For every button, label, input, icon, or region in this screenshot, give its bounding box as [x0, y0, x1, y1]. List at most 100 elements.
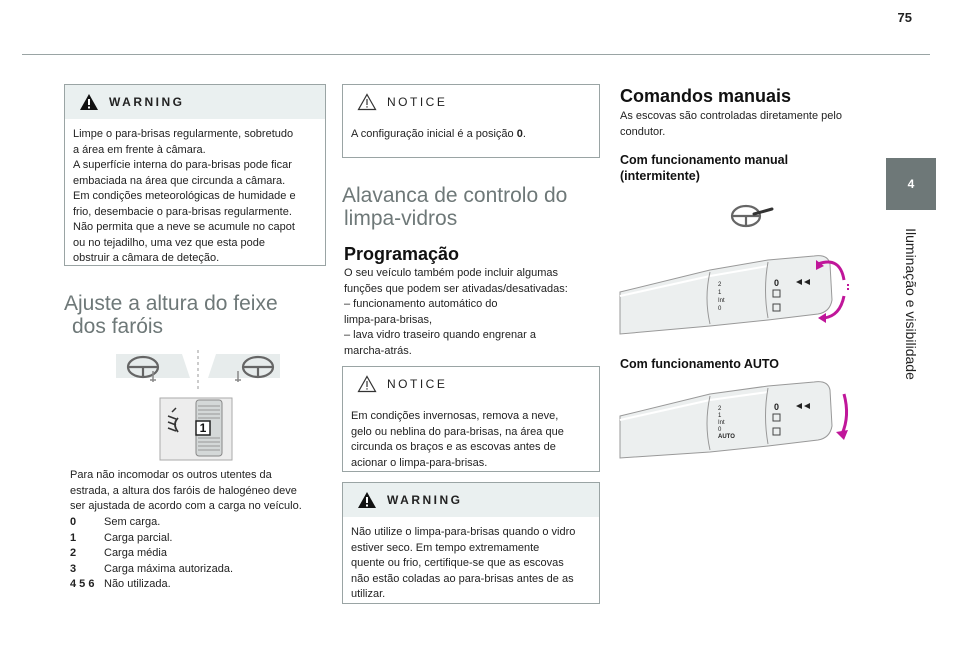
- heading-line: (intermitente): [620, 169, 700, 183]
- stalk-scale-label: Int: [718, 420, 725, 426]
- wiper-stalk-manual-illustration: 2 1 Int 0 0: [619, 204, 849, 335]
- position-key: 0: [70, 516, 77, 528]
- stalk-zero-label: 0: [774, 278, 779, 288]
- section-heading-beam-height: Ajuste a altura do feixe dos faróis: [64, 292, 324, 338]
- position-key: 1: [70, 531, 77, 544]
- text-line: limpa-para-brisas,: [344, 313, 433, 326]
- warning-label: WARNING: [387, 493, 463, 507]
- text-line: A superfície interna do para-brisas pode…: [73, 159, 292, 171]
- text-line: embaciada na área que circunda a câmara.: [73, 174, 286, 187]
- text-line: acionar o limpa-para-brisas.: [351, 456, 488, 469]
- up-arrow-icon: [817, 260, 846, 281]
- text-line: Não utilize o limpa-para-brisas quando o…: [351, 526, 576, 538]
- heading-line: Com funcionamento manual: [620, 153, 789, 167]
- text-line: ser ajustada de acordo com a carga no ve…: [70, 500, 302, 512]
- rear-wiper-icon: [772, 413, 781, 422]
- wiper-pulse-icon: [796, 403, 810, 409]
- manual-controls-intro: As escovas são controladas diretamente p…: [620, 109, 870, 140]
- text-line: Limpe o para-brisas regularmente, sobret…: [73, 128, 294, 140]
- list-item: 1 Carga parcial.: [70, 531, 326, 547]
- chapter-tab[interactable]: 4: [886, 158, 936, 210]
- header-rule: [22, 54, 930, 55]
- steering-wheel-icon: [116, 354, 190, 382]
- notice-box-winter: NOTICE Em condições invernosas, remova a…: [342, 366, 600, 472]
- position-key: 2: [70, 547, 77, 559]
- notice-triangle-icon: [357, 93, 377, 111]
- position-value: Carga máxima autorizada.: [104, 562, 234, 575]
- position-value: Carga média: [104, 547, 167, 559]
- heading-line: limpa-vidros: [344, 207, 458, 230]
- text-line: estiver seco. Em tempo extremamente: [351, 541, 540, 554]
- text-line: O seu veículo também pode incluir alguma…: [344, 267, 558, 279]
- heading-line: Ajuste a altura do feixe: [64, 292, 278, 315]
- stalk-scale-label: 0: [718, 427, 722, 433]
- notice-header: NOTICE: [343, 85, 599, 119]
- text-line: quente ou frio, certifique-se que as esc…: [351, 557, 564, 569]
- rear-wiper-icon: [772, 289, 781, 298]
- text-span: A configuração inicial é a posição: [351, 128, 517, 140]
- down-arrow-icon: [840, 393, 849, 435]
- notice-header: NOTICE: [343, 367, 599, 401]
- text-line: circunda os braços e as escovas antes de: [351, 441, 556, 453]
- text-line: As escovas são controladas diretamente p…: [620, 110, 842, 122]
- text-line: frio, desembacie o para-brisas regularme…: [73, 205, 292, 218]
- wiper-pulse-icon: [796, 279, 810, 285]
- text-line: não estão coladas ao para-brisas antes d…: [351, 572, 574, 585]
- stalk-scale-label: 1: [718, 413, 722, 419]
- text-line: Em condições invernosas, remova a neve,: [351, 410, 559, 422]
- notice-box-initial: NOTICE A configuração inicial é a posiçã…: [342, 84, 600, 158]
- stalk-scale-label: AUTO: [718, 434, 735, 440]
- warning-box-dry-glass: WARNING Não utilize o limpa-para-brisas …: [342, 482, 600, 604]
- text-span: .: [522, 128, 526, 140]
- stalk-scale-label: 2: [718, 282, 722, 288]
- load-position-list: 0 Sem carga. 1 Carga parcial. 2 Carga média…: [70, 515, 326, 593]
- notice-text: A configuração inicial é a posição 0.: [343, 119, 599, 143]
- text-line: obstruir a câmara de deteção.: [73, 252, 220, 264]
- list-item: 2 Carga média: [70, 546, 326, 562]
- page-number: 75: [897, 10, 912, 25]
- down-arrow-icon: [823, 295, 846, 320]
- stalk-scale-label: 0: [718, 306, 722, 312]
- position-value: Carga parcial.: [104, 531, 173, 544]
- text-line: a área em frente à câmara.: [73, 143, 206, 156]
- auto-mode-subtitle: Com funcionamento AUTO: [620, 357, 780, 371]
- chapter-title-text: Iluminação e visibilidade: [903, 228, 919, 380]
- manual-mode-subtitle: Com funcionamento manual (intermitente): [620, 152, 870, 184]
- text-line: utilizar.: [351, 588, 386, 600]
- warning-header: WARNING: [65, 85, 325, 119]
- text-line: ou no tejadilho, uma vez que esta pode: [73, 236, 266, 249]
- notice-text: Em condições invernosas, remova a neve, …: [343, 401, 599, 471]
- notice-label: NOTICE: [387, 95, 448, 109]
- stalk-zero-label: 0: [774, 402, 779, 412]
- warning-header: WARNING: [343, 483, 599, 517]
- headlamp-adjuster-illustration: 1: [116, 350, 280, 461]
- text-line: funções que podem ser ativadas/desativad…: [344, 282, 568, 295]
- warning-text: Limpe o para-brisas regularmente, sobret…: [65, 119, 325, 267]
- programming-text: O seu veículo também pode incluir alguma…: [344, 266, 600, 359]
- text-line: Em condições meteorológicas de humidade …: [73, 190, 296, 202]
- dial-position-value: 1: [200, 421, 207, 435]
- headlamp-beam-icon: [167, 407, 179, 433]
- manual-controls-title: Comandos manuais: [620, 86, 792, 106]
- notice-label: NOTICE: [387, 377, 448, 391]
- text-line: marcha-atrás.: [344, 344, 412, 357]
- text-line: – lava vidro traseiro quando engrenar a: [344, 329, 537, 341]
- text-line: condutor.: [620, 125, 666, 138]
- text-line: Não permita que a neve se acumule no cap…: [73, 221, 295, 233]
- steering-wheel-icon: [730, 204, 774, 228]
- heading-line: Alavanca de controlo do: [342, 184, 568, 207]
- programming-title: Programação: [344, 244, 460, 264]
- section-heading-wiper-stalk: Alavanca de controlo do limpa-vidros: [342, 184, 602, 230]
- washer-icon: [772, 427, 781, 436]
- stalk-scale-label: Int: [718, 298, 725, 304]
- position-value: Sem carga.: [104, 516, 161, 528]
- stalk-scale-label: 1: [718, 290, 722, 296]
- washer-icon: [772, 303, 781, 312]
- text-line: estrada, a altura dos faróis de halogéne…: [70, 484, 297, 497]
- chapter-title: Iluminação e visibilidade: [886, 214, 936, 394]
- warning-box-camera: WARNING Limpe o para-brisas regularmente…: [64, 84, 326, 266]
- position-key: 4 5 6: [70, 578, 95, 590]
- warning-text: Não utilize o limpa-para-brisas quando o…: [343, 517, 599, 603]
